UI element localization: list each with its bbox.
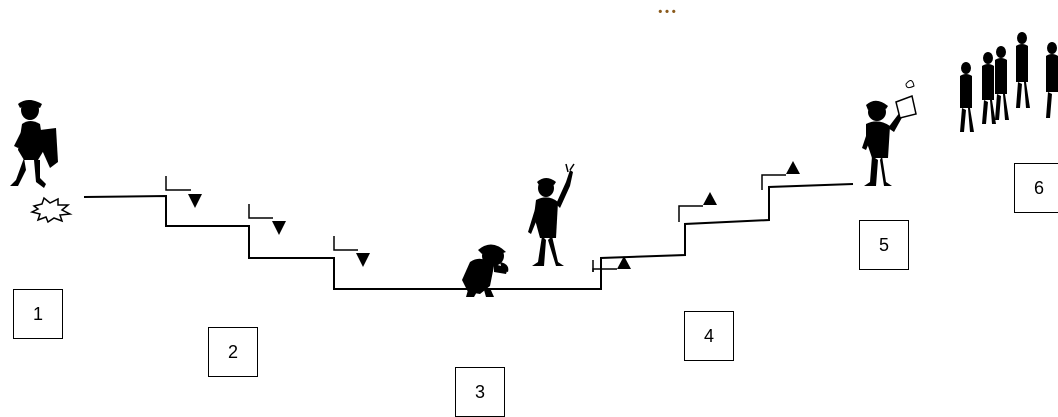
- triangle-up-icon: [786, 161, 800, 174]
- triangle-down-icon: [272, 221, 286, 235]
- stage-label-5: 5: [859, 220, 909, 270]
- stage-number: 3: [475, 382, 485, 403]
- stage-number: 2: [228, 342, 238, 363]
- crowd-person: [982, 52, 996, 124]
- explosion-burst-icon: [32, 198, 70, 222]
- stage-label-3: 3: [455, 367, 505, 417]
- down-step-marker-3: [334, 236, 370, 267]
- stage-number: 1: [33, 304, 43, 325]
- person-holding-book-icon: [862, 80, 916, 186]
- stage-number: 5: [879, 235, 889, 256]
- stage-label-6: 6: [1014, 163, 1058, 213]
- crowd-person: [995, 46, 1009, 120]
- up-step-marker-2: [679, 192, 717, 222]
- crowd-icon: [960, 32, 1058, 132]
- crowd-person: [1046, 42, 1058, 118]
- crowd-person: [1016, 32, 1030, 108]
- stage-label-2: 2: [208, 327, 258, 377]
- stage-number: 6: [1034, 178, 1044, 199]
- triangle-down-icon: [188, 194, 202, 208]
- person-with-bag-icon: [10, 100, 58, 188]
- triangle-down-icon: [356, 253, 370, 267]
- waving-person-icon: [528, 164, 574, 266]
- stage-number: 4: [704, 326, 714, 347]
- triangle-up-icon: [703, 192, 717, 205]
- crowd-person: [960, 62, 974, 132]
- down-step-marker-2: [249, 204, 286, 235]
- down-step-marker-1: [166, 176, 202, 208]
- stage-label-4: 4: [684, 311, 734, 361]
- stage-label-1: 1: [13, 289, 63, 339]
